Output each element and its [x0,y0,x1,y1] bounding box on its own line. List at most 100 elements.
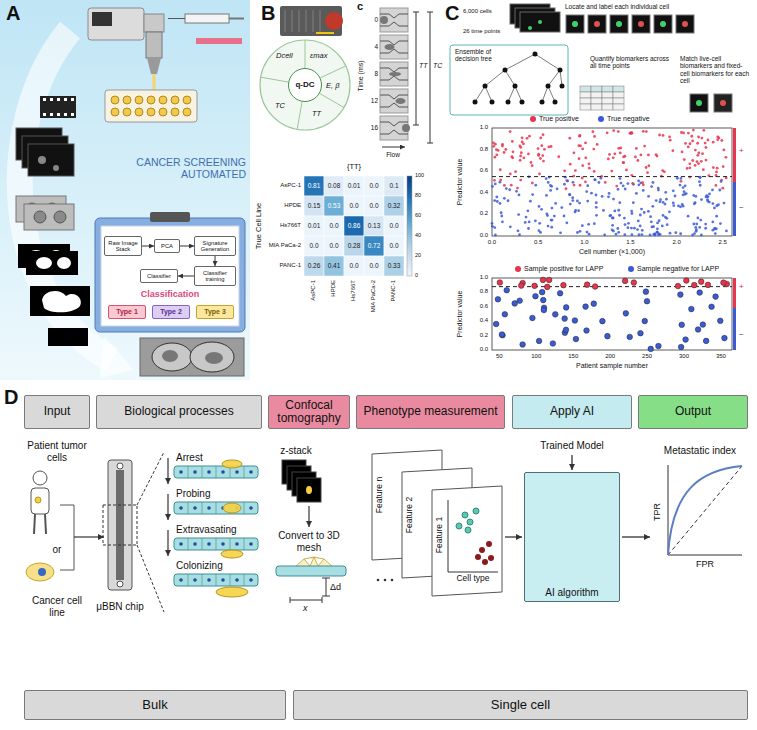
scatter-plot-patients-circle [717,318,723,324]
scatter-plot-patients-circle [532,283,538,289]
confusion-matrix-rect [324,196,344,216]
scatter-plot-cells-circle [700,160,703,163]
confusion-matrix-rect [344,196,364,216]
scatter-plot-cells-circle [507,199,510,202]
scatter-plot-cells-circle [688,162,691,165]
scatter-plot-cells-circle [491,185,494,188]
axis-title: Predictor value [456,159,464,206]
tick-label: 1.5 [620,239,640,246]
scatter-plot-cells-circle [568,193,571,196]
scatter-plot-cells-circle [573,151,576,154]
scatter-plot-cells-circle [650,220,653,223]
microscope-illustration-polygon [147,58,161,74]
extravasation-steps-line [167,494,168,520]
scatter-plot-cells-circle [716,135,719,138]
scatter-plot-cells-circle [656,155,659,158]
scatter-plot-cells-circle [610,170,613,173]
scatter-plot-cells-circle [538,222,541,225]
imaging-pipeline-rect [450,45,568,115]
extravasation-steps-circle [249,470,253,474]
decision-tree-icon-line [571,455,572,470]
microscope-illustration-rect [105,90,197,122]
colorbar-tick: 80 [415,192,421,198]
imaging-pipeline-rect [613,98,624,104]
matrix-value: 0.0 [304,242,324,249]
scatter-plot-cells-circle [556,187,559,190]
scatter-plot-cells-circle [665,217,668,220]
scatter-plot-cells-circle [545,194,548,197]
scatter-plot-cells-circle [585,190,588,193]
extravasation-steps-circle [249,542,253,546]
tick-label: 1.0 [574,239,594,246]
scatter-plot-cells-circle [612,129,615,132]
legend-text: True negative [607,115,650,123]
scatter-plot-cells-circle [674,231,677,234]
scatter-plot-cells-circle [704,142,707,145]
extravasation-steps-line [202,466,203,478]
deformation-time-lapse-line [413,12,419,13]
microscope-illustration-circle [171,108,179,116]
classification-heading: Classification [125,289,215,299]
scatter-plot-cells-circle [617,130,620,133]
deformation-time-lapse-ellipse [402,124,410,132]
scatter-plot-cells-circle [692,223,695,226]
imaging-pipeline-circle [660,21,666,27]
imaging-pipeline-circle [513,84,518,89]
scatter-plot-patients-circle [627,334,633,340]
scatter-plot-cells-circle [699,219,702,222]
stage-header: Input [24,395,90,429]
image-stack-illustration-circle [53,165,59,171]
scatter-plot-cells-circle [723,202,726,205]
scatter-plot-cells-circle [530,161,533,164]
scatter-plot-cells-circle [623,233,626,236]
imaging-pipeline-line [515,86,522,102]
extravasation-steps-line [202,574,203,586]
microscope-illustration-circle [123,108,131,116]
scatter-plot-cells-circle [518,233,521,236]
scatter-plot-cells-circle [586,184,589,187]
scatter-plot-cells-circle [687,215,690,218]
imaging-pipeline-circle [506,100,511,105]
scatter-plot-cells-circle [495,148,498,151]
extravasation-steps-circle [193,542,197,546]
image-stack-illustration-rect [43,113,46,116]
scatter-plot-patients-circle [695,327,701,333]
extravasation-steps-ellipse [221,550,243,558]
scatter-plot-cells-circle [700,137,703,140]
scatter-plot-cells-circle [538,172,541,175]
chip-photo-line [320,10,321,32]
scatter-plot-cells-circle [608,214,611,217]
scatter-plot-cells-circle [578,144,581,147]
image-stack-illustration-circle [38,156,46,164]
scatter-plot-cells-circle [631,182,634,185]
confusion-matrix-rect [364,256,384,276]
scatter-plot-cells-circle [725,156,728,159]
scatter-plot-cells-circle [516,187,519,190]
extravasation-steps-line [244,574,245,586]
scatter-plot-cells-line [492,176,732,177]
scatter-plot-cells-circle [642,189,645,192]
extravasation-steps-line [230,538,231,550]
imaging-pipeline-circle [528,26,532,30]
scatter-plot-cells-circle [609,214,612,217]
scatter-plot-cells-circle [630,227,633,230]
matrix-value: 0.86 [344,222,364,229]
extravasation-steps-line [188,574,189,586]
scatter-plot-cells-circle [618,214,621,217]
parameter-label: TC [275,102,285,111]
extravasation-steps-line [244,502,245,514]
scatter-plot-cells-circle [594,179,597,182]
matrix-value: 0.08 [324,182,344,189]
scatter-plot-patients-circle [541,307,547,313]
scatter-plot-cells-circle [588,162,591,165]
image-stack-illustration-circle [54,211,66,223]
scatter-plot-cells-circle [574,169,577,172]
tick-label: 50 [489,353,509,360]
feature-panels-circle [486,541,492,547]
scale-bar: Bulk [24,690,286,720]
scatter-plot-cells-circle [657,233,660,236]
scatter-plot-cells-circle [679,184,682,187]
scatter-plot-cells-circle [492,145,495,148]
confusion-matrix-rect [344,216,364,236]
